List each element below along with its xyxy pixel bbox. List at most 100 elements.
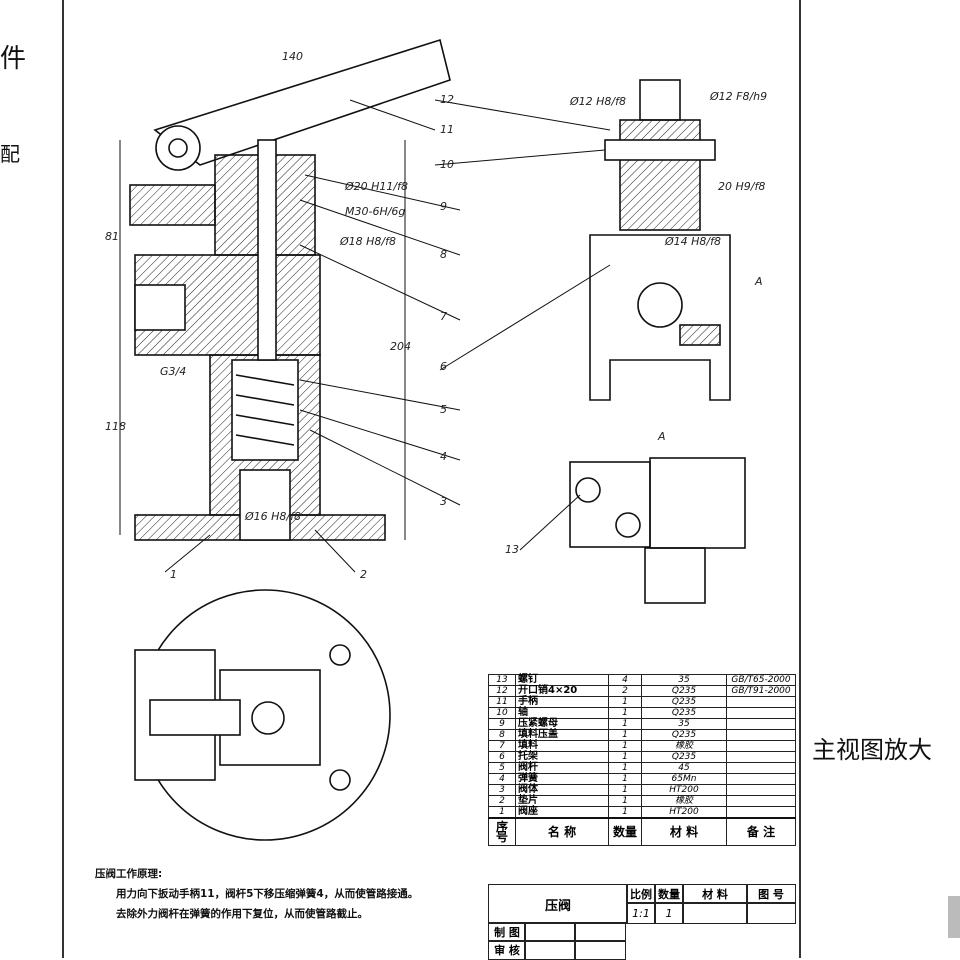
svg-text:A: A xyxy=(657,430,666,443)
part-qty: 1 xyxy=(608,795,642,807)
part-no: 2 xyxy=(488,795,516,807)
svg-text:12: 12 xyxy=(440,93,454,106)
part-note xyxy=(726,762,796,774)
svg-text:Ø16 H8/f8: Ø16 H8/f8 xyxy=(244,510,301,523)
header-name: 名 称 xyxy=(515,817,609,846)
part-no: 11 xyxy=(488,696,516,708)
header-note: 备 注 xyxy=(726,817,796,846)
part-qty: 1 xyxy=(608,751,642,763)
part-qty: 1 xyxy=(608,707,642,719)
part-name: 弹簧 xyxy=(515,773,609,785)
part-material: 35 xyxy=(641,718,727,730)
svg-text:Ø12 H8/f8: Ø12 H8/f8 xyxy=(569,95,626,108)
part-qty: 1 xyxy=(608,696,642,708)
svg-text:204: 204 xyxy=(390,340,411,353)
part-name: 阀杆 xyxy=(515,762,609,774)
dimension-text: 140 81 118 204 G3/4 Ø20 H11/f8 M30-6H/6g… xyxy=(105,50,767,581)
drawing-name: 压阀 xyxy=(488,884,628,924)
part-note xyxy=(726,696,796,708)
svg-text:Ø12 F8/h9: Ø12 F8/h9 xyxy=(709,90,767,103)
checked-by-label: 审 核 xyxy=(488,940,526,960)
part-qty: 1 xyxy=(608,740,642,752)
part-material: Q235 xyxy=(641,685,727,697)
part-no: 3 xyxy=(488,784,516,796)
part-no: 6 xyxy=(488,751,516,763)
view-a xyxy=(569,457,746,604)
scale-header: 比例 xyxy=(626,884,656,904)
header-qty: 数量 xyxy=(608,817,642,846)
drawing-no-header: 图 号 xyxy=(746,884,796,904)
part-material: Q235 xyxy=(641,729,727,741)
part-name: 填料压盖 xyxy=(515,729,609,741)
header-material: 材 料 xyxy=(641,817,727,846)
part-note: GB/T65-2000 xyxy=(726,674,796,686)
working-principle-note: 压阀工作原理: 用力向下扳动手柄11，阀杆5下移压缩弹簧4，从而使管路接通。 去… xyxy=(95,864,455,924)
part-material: 45 xyxy=(641,762,727,774)
part-note xyxy=(726,718,796,730)
svg-text:2: 2 xyxy=(360,568,367,581)
part-material: HT200 xyxy=(641,784,727,796)
svg-text:3: 3 xyxy=(440,495,447,508)
note-paragraph-2: 去除外力阀杆在弹簧的作用下复位，从而使管路截止。 xyxy=(116,908,368,920)
svg-text:A: A xyxy=(754,275,763,288)
part-no: 5 xyxy=(488,762,516,774)
drawn-by-label: 制 图 xyxy=(488,922,526,942)
header-no: 序号 xyxy=(488,817,516,846)
part-name: 阀座 xyxy=(515,806,609,819)
svg-text:81: 81 xyxy=(105,230,119,243)
svg-text:20 H9/f8: 20 H9/f8 xyxy=(718,180,765,193)
qty-header: 数量 xyxy=(654,884,684,904)
svg-text:M30-6H/6g: M30-6H/6g xyxy=(345,205,405,218)
part-name: 手柄 xyxy=(515,696,609,708)
part-no: 4 xyxy=(488,773,516,785)
svg-text:10: 10 xyxy=(440,158,454,171)
part-qty: 2 xyxy=(608,685,642,697)
part-qty: 1 xyxy=(608,784,642,796)
material-header: 材 料 xyxy=(682,884,748,904)
scale-value: 1:1 xyxy=(626,902,656,924)
part-no: 1 xyxy=(488,806,516,819)
edge-text-top: 件 xyxy=(0,44,27,74)
part-qty: 1 xyxy=(608,729,642,741)
side-view xyxy=(589,79,731,401)
part-note xyxy=(726,740,796,752)
part-material: Q235 xyxy=(641,707,727,719)
part-note: GB/T91-2000 xyxy=(726,685,796,697)
parts-header: 序号 名 称 数量 材 料 备 注 xyxy=(488,817,796,846)
part-qty: 1 xyxy=(608,806,642,819)
part-note xyxy=(726,806,796,819)
caption: 主视图放大 xyxy=(812,736,932,764)
svg-text:7: 7 xyxy=(440,310,447,323)
part-note xyxy=(726,795,796,807)
note-heading: 压阀工作原理: xyxy=(95,868,163,880)
svg-text:Ø18 H8/f8: Ø18 H8/f8 xyxy=(339,235,396,248)
drawing-sheet xyxy=(62,0,801,958)
part-name: 阀体 xyxy=(515,784,609,796)
scrollbar[interactable] xyxy=(948,896,960,938)
title-block: 压阀 比例 数量 材 料 图 号 1:1 1 制 图 审 核 xyxy=(488,884,796,960)
part-no: 9 xyxy=(488,718,516,730)
part-name: 压紧螺母 xyxy=(515,718,609,730)
part-note xyxy=(726,751,796,763)
part-material: 65Mn xyxy=(641,773,727,785)
part-material: HT200 xyxy=(641,806,727,819)
part-material: Q235 xyxy=(641,751,727,763)
note-paragraph-1: 用力向下扳动手柄11，阀杆5下移压缩弹簧4，从而使管路接通。 xyxy=(116,888,419,900)
part-no: 13 xyxy=(488,674,516,686)
part-note xyxy=(726,784,796,796)
part-qty: 1 xyxy=(608,762,642,774)
svg-text:4: 4 xyxy=(440,450,447,463)
edge-text-second: 配 xyxy=(0,142,20,166)
